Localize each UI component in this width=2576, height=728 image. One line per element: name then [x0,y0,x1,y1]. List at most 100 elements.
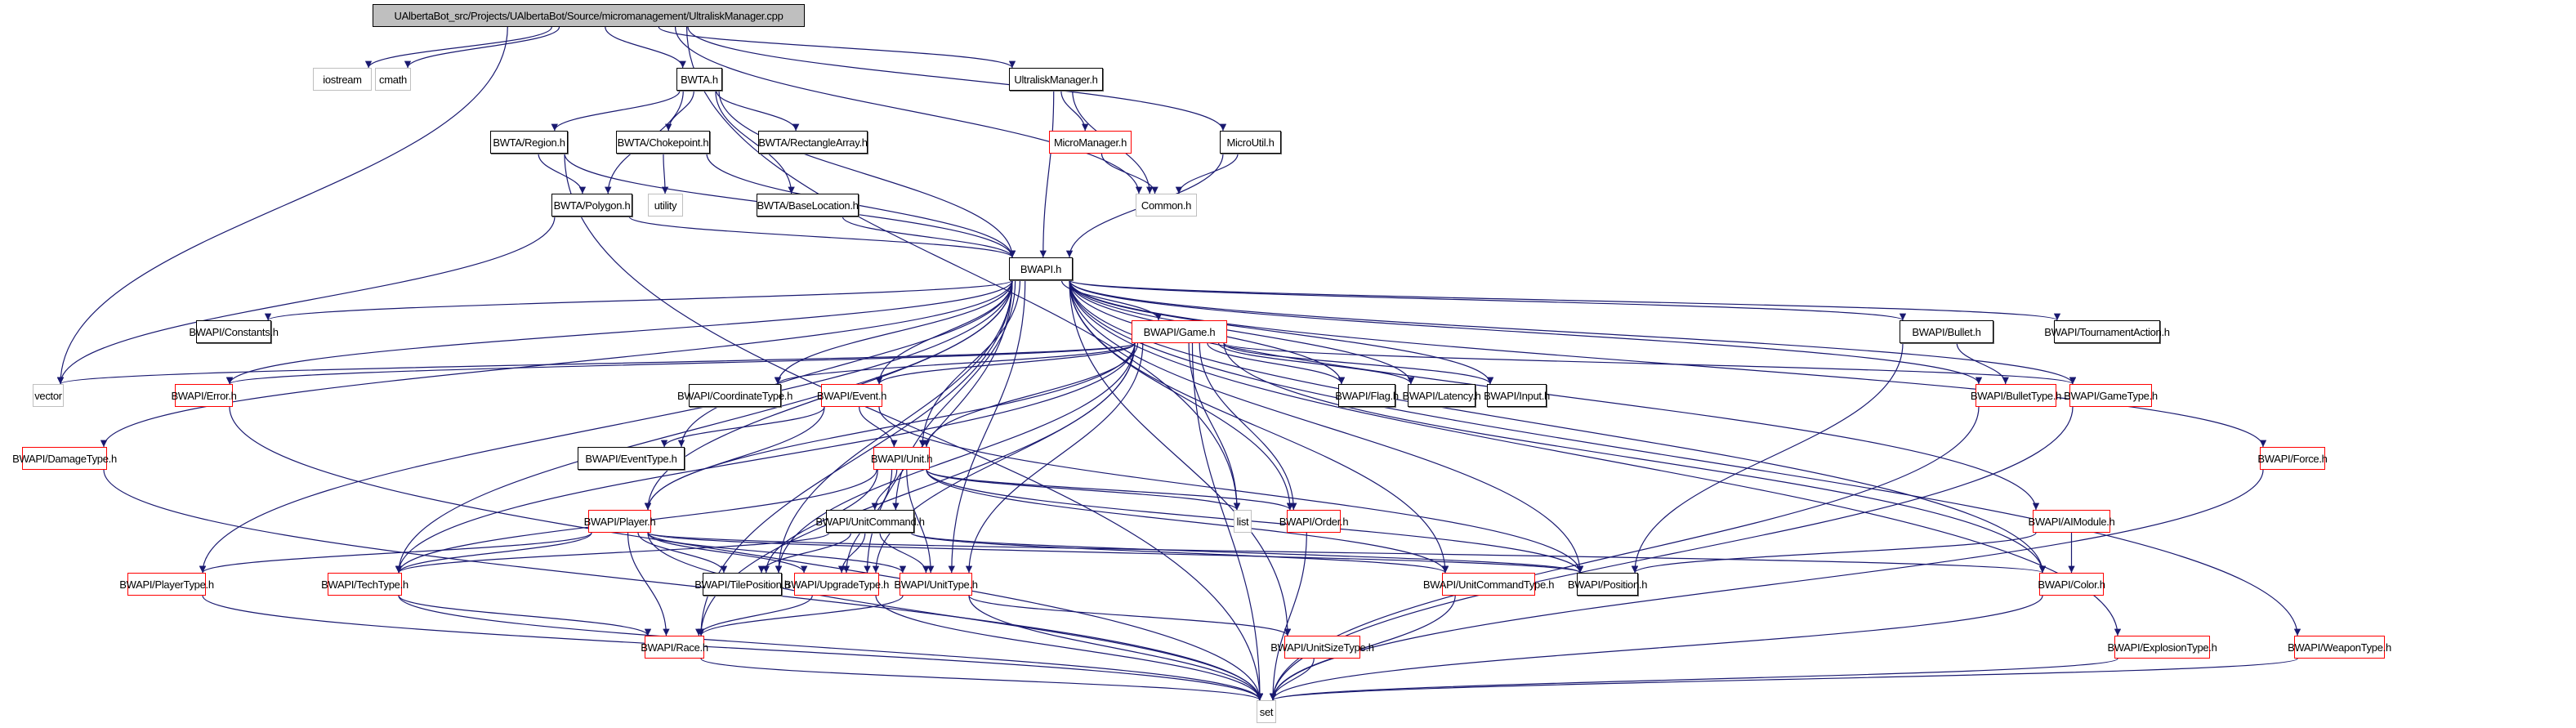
edge-root-to-list [685,26,1241,511]
edge-game-to-list [1188,342,1241,511]
edge-game-to-latency [1218,342,1415,385]
edge-upgradetype-to-set [875,595,1264,701]
node-vector: vector [33,384,64,407]
node-bwapi-aimodule[interactable]: BWAPI/AIModule.h [2029,510,2115,533]
edge-bwapi-to-constants [265,279,1013,321]
node-bwapi-damagetype[interactable]: BWAPI/DamageType.h [12,447,117,470]
node-bwapi-techtype[interactable]: BWAPI/TechType.h [321,573,408,596]
node-bwapi-game[interactable]: BWAPI/Game.h [1132,320,1227,343]
node-bwta-rectanglearray[interactable]: BWTA/RectangleArray.h [758,131,868,154]
edge-upgradetype-to-race [695,595,813,636]
node-bwapi[interactable]: BWAPI.h [1009,257,1073,280]
node-bwta-polygon[interactable]: BWTA/Polygon.h [551,194,632,217]
node-bwapi-event[interactable]: BWAPI/Event.h [817,384,886,407]
node-bwapi-bullet[interactable]: BWAPI/Bullet.h [1900,320,1993,343]
edge-game-to-order [1199,342,1297,511]
node-bwta-baselocation[interactable]: BWTA/BaseLocation.h [757,194,859,217]
edge-bwapi-to-color [1069,279,2047,574]
node-bwapi-eventtype[interactable]: BWAPI/EventType.h [578,447,685,470]
edge-game-to-tileposition [775,342,1136,574]
edge-chokepoint-to-bwapi [706,153,1016,258]
node-bwapi-gametype[interactable]: BWAPI/GameType.h [2064,384,2158,407]
node-microutil[interactable]: MicroUtil.h [1220,131,1281,154]
node-set: set [1257,700,1276,723]
node-ultralisk-manager[interactable]: UltraliskManager.h [1009,68,1103,91]
edge-root-to-vector [56,26,508,385]
edge-game-to-input [1223,342,1494,385]
edge-bwapi-to-event [875,279,1013,385]
edge-root-to-iostream [364,26,552,69]
node-bwapi-explosiontype[interactable]: BWAPI/ExplosionType.h [2107,636,2217,659]
node-bwapi-position[interactable]: BWAPI/Position.h [1568,573,1647,596]
edge-event-to-player [644,406,825,511]
edge-techtype-to-set [398,595,1264,701]
edge-unitcommand-to-upgradetype [837,532,866,574]
edge-explosiontype-to-set [1270,658,2118,701]
edge-bwapi-to-error [225,279,1013,385]
edge-unit-to-unitcommandtype [926,469,1449,574]
edge-order-to-set [1269,532,1307,701]
edge-polygon-to-bwapi [628,216,1016,258]
node-bwapi-unittype[interactable]: BWAPI/UnitType.h [894,573,978,596]
edge-game-to-techtype [395,342,1136,574]
edge-bwapi-to-tileposition [775,279,1013,574]
edge-bwta-to-chokepoint [664,90,694,132]
edge-bwapi-to-unitsizetype [1069,279,1292,636]
edge-bwapi-to-weapontype [1069,279,2301,636]
node-bwapi-weapontype[interactable]: BWAPI/WeaponType.h [2288,636,2391,659]
node-micromanager[interactable]: MicroManager.h [1049,131,1132,154]
node-bwapi-constants[interactable]: BWAPI/Constants.h [189,320,279,343]
node-bwapi-color[interactable]: BWAPI/Color.h [2038,573,2105,596]
edge-damagetype-to-set [103,469,1264,701]
edge-player-to-race [627,532,670,636]
edge-unit-to-order [926,469,1294,511]
node-bwta[interactable]: BWTA.h [676,68,722,91]
node-bwapi-latency[interactable]: BWAPI/Latency.h [1403,384,1481,407]
edge-unitcommand-to-position [910,532,1583,574]
edge-micromgr-to-common [1100,153,1159,194]
node-bwta-region[interactable]: BWTA/Region.h [490,131,568,154]
edge-game-to-set [1191,342,1264,701]
edge-root-to-bwta [605,26,686,69]
edge-player-to-unittype [647,532,907,574]
node-bwapi-flag[interactable]: BWAPI/Flag.h [1335,384,1399,407]
edge-unit-to-position [926,469,1584,574]
edge-game-to-color [1223,342,2047,574]
edge-event-to-unit [859,406,898,448]
node-bwapi-coordinatetype[interactable]: BWAPI/CoordinateType.h [677,384,792,407]
edge-weapontype-to-set [1270,658,2298,701]
node-bwapi-playertype[interactable]: BWAPI/PlayerType.h [119,573,214,596]
node-bwapi-unit[interactable]: BWAPI/Unit.h [871,447,933,470]
node-common: Common.h [1136,194,1197,217]
edge-unittype-to-race [697,595,904,636]
edge-player-to-playertype [199,532,592,574]
node-bwapi-input[interactable]: BWAPI/Input.h [1484,384,1550,407]
node-bwapi-bullettype[interactable]: BWAPI/BulletType.h [1971,384,2061,407]
node-bwapi-player[interactable]: BWAPI/Player.h [584,510,656,533]
edge-game-to-unittype [965,342,1144,574]
node-bwapi-upgradetype[interactable]: BWAPI/UpgradeType.h [784,573,889,596]
edge-region-to-set [564,153,1264,701]
node-bwapi-force[interactable]: BWAPI/Force.h [2257,447,2328,470]
edge-unit-to-list [926,469,1241,511]
edge-game-to-gametype [1223,342,2076,385]
edge-polygon-to-vector [56,216,556,385]
edge-unittype-to-unitsizetype [968,595,1292,636]
edge-bullet-to-bullettype [1956,342,2009,385]
edge-bwapi-to-techtype [395,279,1013,574]
node-bwapi-unitcommandtype[interactable]: BWAPI/UnitCommandType.h [1423,573,1554,596]
edge-bwta-to-bwapi [718,90,1016,258]
node-bwapi-order[interactable]: BWAPI/Order.h [1279,510,1349,533]
node-bwta-chokepoint[interactable]: BWTA/Chokepoint.h [616,131,710,154]
node-bwapi-unitsizetype[interactable]: BWAPI/UnitSizeType.h [1270,636,1374,659]
node-bwapi-tileposition[interactable]: BWAPI/TilePosition.h [694,573,790,596]
edge-bwapi-to-unittype [948,279,1026,574]
node-bwapi-tournamentaction[interactable]: BWAPI/TournamentAction.h [2044,320,2170,343]
edge-unit-to-unittype [906,469,935,574]
edge-chokepoint-to-utility [661,153,669,194]
node-bwapi-race[interactable]: BWAPI/Race.h [641,636,708,659]
edge-game-to-flag [1207,342,1346,385]
node-bwapi-unitcommand[interactable]: BWAPI/UnitCommand.h [815,510,925,533]
node-bwapi-error[interactable]: BWAPI/Error.h [171,384,237,407]
node-cmath: cmath [375,68,411,91]
